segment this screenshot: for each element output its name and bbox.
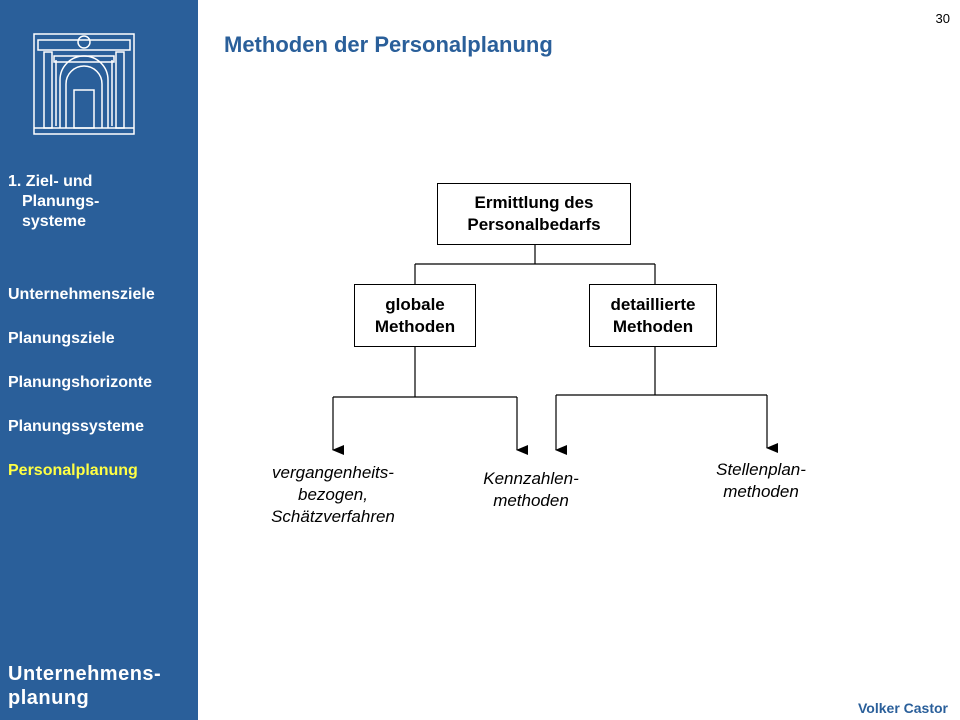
leaf-kennzahlenmethoden: Kennzahlen- methoden	[466, 468, 596, 512]
slide-title: Methoden der Personalplanung	[224, 32, 553, 57]
leaf3-line-2: methoden	[723, 482, 799, 501]
nav-item-planungssysteme[interactable]: Planungssysteme	[8, 418, 145, 435]
chapter-line-3: systeme	[22, 213, 87, 230]
section-footer-title: Unternehmens- planung	[8, 662, 161, 710]
nav-item-unternehmensziele[interactable]: Unternehmensziele	[8, 286, 155, 303]
leaf-vergangenheitsbezogen: vergangenheits- bezogen, Schätzverfahren	[250, 462, 416, 528]
leaf2-line-1: Kennzahlen-	[483, 469, 579, 488]
global-line-1: globale	[385, 294, 445, 314]
chapter-line-1: 1. Ziel- und	[8, 173, 93, 190]
author-name: Volker Castor	[858, 700, 948, 716]
chapter-line-2: Planungs-	[22, 193, 100, 210]
leaf1-line-1: vergangenheits-	[272, 463, 394, 482]
detail-line-2: Methoden	[612, 316, 694, 336]
leaf1-line-2: bezogen,	[298, 485, 368, 504]
building-logo-icon	[33, 33, 135, 135]
slide-number: 30	[935, 11, 950, 26]
detail-line-1: detaillierte	[610, 294, 696, 314]
footer-line-2: planung	[8, 687, 90, 709]
detailed-methods-box: detaillierte Methoden	[589, 284, 717, 347]
nav-item-planungsziele[interactable]: Planungsziele	[8, 330, 115, 347]
root-line-2: Personalbedarfs	[467, 215, 601, 234]
root-box: Ermittlung des Personalbedarfs	[437, 183, 631, 245]
chapter-title: 1. Ziel- und Planungs- systeme	[8, 172, 99, 232]
leaf1-line-3: Schätzverfahren	[271, 507, 395, 526]
leaf3-line-1: Stellenplan-	[716, 460, 806, 479]
sidebar: 1. Ziel- und Planungs- systeme Unternehm…	[0, 0, 198, 720]
leaf2-line-2: methoden	[493, 491, 569, 510]
footer-line-1: Unternehmens-	[8, 663, 162, 685]
nav-item-personalplanung[interactable]: Personalplanung	[8, 462, 138, 479]
nav-item-planungshorizonte[interactable]: Planungshorizonte	[8, 374, 152, 391]
global-methods-box: globale Methoden	[354, 284, 476, 347]
global-line-2: Methoden	[374, 316, 456, 336]
leaf-stellenplanmethoden: Stellenplan- methoden	[696, 459, 826, 503]
root-line-1: Ermittlung des	[474, 193, 594, 212]
